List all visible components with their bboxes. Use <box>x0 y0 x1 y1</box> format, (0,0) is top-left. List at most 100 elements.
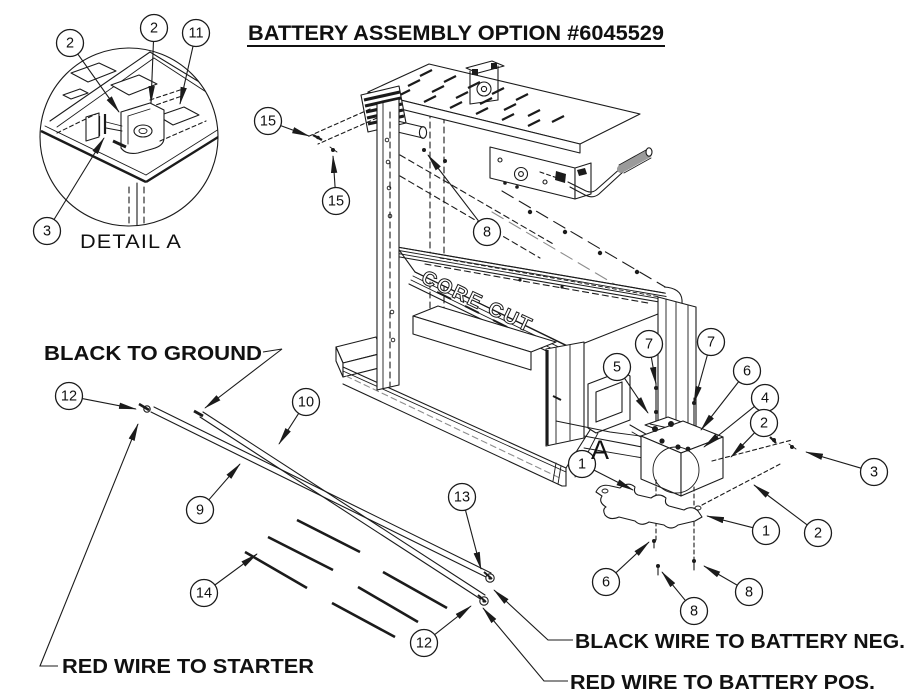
callout-number-7-9: 7 <box>707 335 715 351</box>
callout-balloon-2-12 <box>749 408 779 438</box>
callout-leader-1-15 <box>593 469 634 491</box>
callout-number-1-15: 1 <box>578 457 586 473</box>
callout-balloon-12-20 <box>54 381 84 411</box>
callout-leader-11-2 <box>179 46 194 105</box>
callout-number-3-3: 3 <box>43 224 51 240</box>
item15-screws <box>306 108 378 153</box>
callout-balloon-15-5 <box>321 186 351 216</box>
label-red-wire-to-battery-pos: RED WIRE TO BATTERY POS. <box>570 672 875 694</box>
callout-balloon-2-14 <box>803 518 833 548</box>
callout-balloon-11-2 <box>181 18 211 48</box>
callout-leader-1-16 <box>706 515 754 529</box>
callout-number-11-2: 11 <box>188 26 203 42</box>
label-leaders <box>39 348 573 682</box>
base-frame <box>335 336 659 487</box>
callout-number-15-5: 15 <box>328 194 344 210</box>
callout-balloon-8-6 <box>472 217 502 247</box>
leader-black-to-ground <box>204 348 283 409</box>
callout-number-9-22: 9 <box>196 503 204 519</box>
callout-number-2-14: 2 <box>814 526 822 542</box>
callout-leader-4-11 <box>703 406 755 448</box>
pulley-tower <box>465 60 505 105</box>
page-title: BATTERY ASSEMBLY OPTION #6045529 <box>248 22 664 45</box>
label-black-wire-to-battery-neg: BLACK WIRE TO BATTERY NEG. <box>575 631 905 653</box>
callout-number-15-4: 15 <box>260 114 276 130</box>
callout-balloon-1-15 <box>567 449 597 479</box>
crank-handle <box>539 147 653 198</box>
winch-assembly <box>489 146 592 200</box>
battery-assembly <box>555 382 797 576</box>
callout-balloon-3-3 <box>32 216 62 246</box>
callout-leader-14-23 <box>214 553 258 586</box>
callout-balloon-10-21 <box>291 387 321 417</box>
callout-leader-15-5 <box>330 155 338 188</box>
leader-red-wire-to-starter <box>39 423 139 667</box>
callout-leader-2-1 <box>148 41 155 104</box>
label-red-wire-to-starter: RED WIRE TO STARTER <box>62 656 315 678</box>
callout-number-8-6: 8 <box>483 225 491 241</box>
callout-balloon-2-1 <box>139 13 169 43</box>
callout-leader-8-6 <box>427 154 480 222</box>
callout-leader-6-17 <box>615 541 650 574</box>
callout-number-14-23: 14 <box>196 586 212 602</box>
leader-black-wire-neg <box>493 589 573 641</box>
callout-leader-13-24 <box>464 509 482 570</box>
callout-balloon-7-9 <box>696 327 726 357</box>
callout-leader-10-21 <box>278 413 300 445</box>
callout-balloon-9-22 <box>185 495 215 525</box>
callout-number-2-1: 2 <box>150 21 158 37</box>
callout-leader-8-19 <box>703 565 738 586</box>
callout-leader-15-4 <box>280 125 310 137</box>
callout-balloon-1-16 <box>751 516 781 546</box>
wire-dashes <box>244 518 448 639</box>
callout-leader-9-22 <box>208 463 241 501</box>
left-post <box>376 98 400 391</box>
callout-number-3-13: 3 <box>870 465 878 481</box>
callout-balloon-8-18 <box>679 596 709 626</box>
center-column <box>545 341 585 447</box>
callout-number-4-11: 4 <box>761 391 769 407</box>
callout-number-7-8: 7 <box>645 337 653 353</box>
callout-balloon-15-4 <box>253 106 283 136</box>
battery-wires <box>138 402 495 639</box>
callout-number-13-24: 13 <box>454 490 470 506</box>
callout-balloon-5-7 <box>602 352 632 382</box>
callout-leader-7-9 <box>693 354 708 404</box>
callout-number-6-17: 6 <box>602 575 610 591</box>
callout-number-2-12: 2 <box>760 416 768 432</box>
callout-leader-3-13 <box>805 451 862 469</box>
callout-number-8-18: 8 <box>690 604 698 620</box>
callout-leader-12-25 <box>434 605 472 636</box>
callout-balloon-2-0 <box>55 28 85 58</box>
leader-red-wire-pos <box>482 607 568 682</box>
label-black-to-ground: BLACK TO GROUND <box>44 343 262 365</box>
callout-leader-2-12 <box>730 432 755 458</box>
detail-a-marker: A <box>591 435 609 465</box>
callout-balloon-8-19 <box>734 577 764 607</box>
callout-balloon-7-8 <box>634 329 664 359</box>
callout-balloon-6-17 <box>591 567 621 597</box>
callout-number-12-20: 12 <box>61 389 77 405</box>
callout-leader-2-0 <box>77 53 120 113</box>
callout-balloon-3-13 <box>859 457 889 487</box>
callout-leader-7-8 <box>649 357 657 385</box>
battery-bracket <box>595 483 703 529</box>
callout-leader-5-7 <box>624 377 649 414</box>
callout-number-10-21: 10 <box>298 395 314 411</box>
callout-leader-12-20 <box>82 398 137 410</box>
callout-leader-3-3 <box>53 137 105 220</box>
callout-number-2-0: 2 <box>66 36 74 52</box>
detail-a-view <box>39 47 219 227</box>
callout-leader-8-18 <box>661 571 686 601</box>
callout-number-8-19: 8 <box>745 585 753 601</box>
callout-number-6-10: 6 <box>743 364 751 380</box>
callout-balloon-6-10 <box>732 356 762 386</box>
detail-a-label: DETAIL A <box>80 232 182 253</box>
lower-shelf <box>412 305 557 371</box>
callout-number-1-16: 1 <box>762 524 770 540</box>
callout-leader-2-14 <box>753 484 808 526</box>
callout-number-5-7: 5 <box>613 360 621 376</box>
